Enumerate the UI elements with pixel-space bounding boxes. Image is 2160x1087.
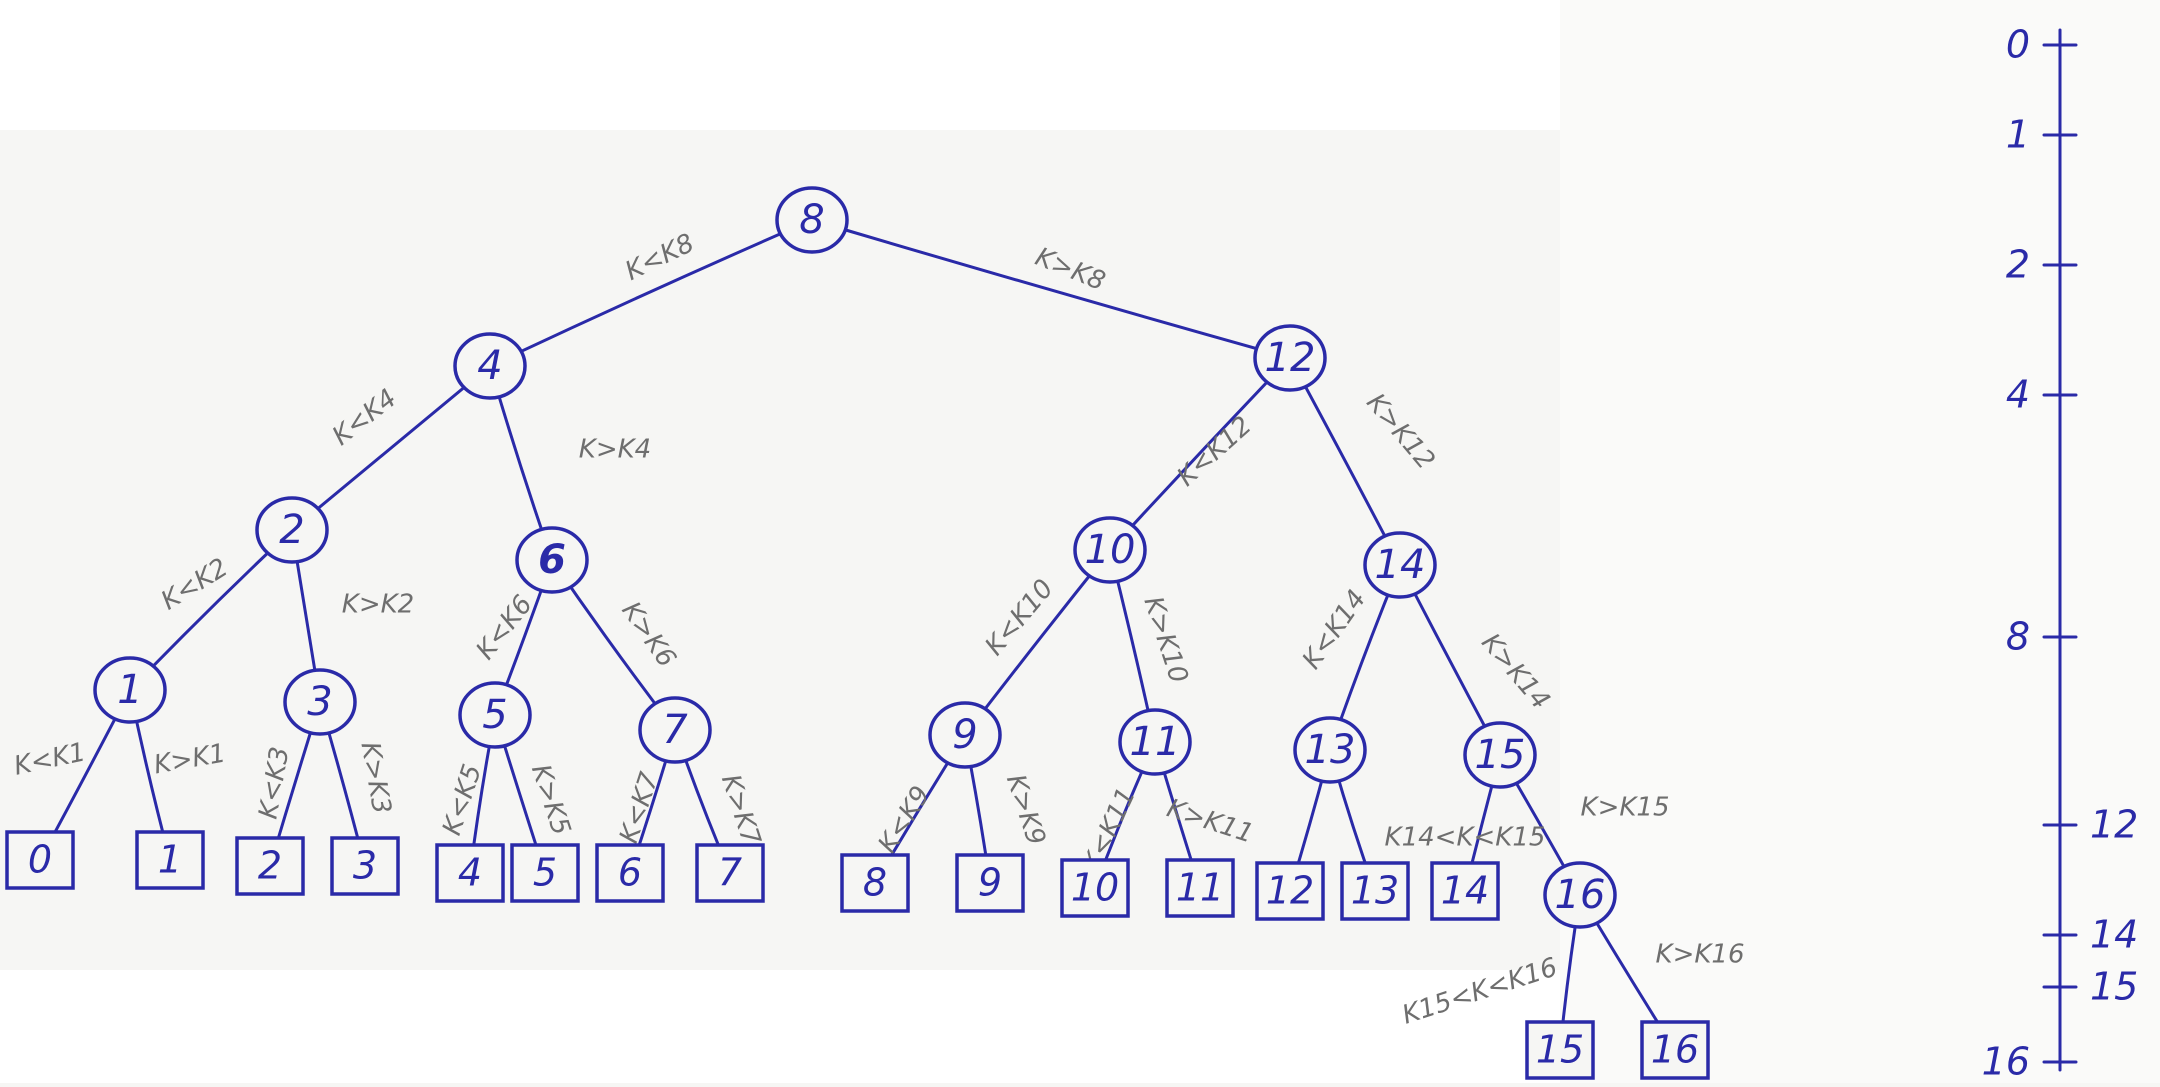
leaf-label: 9 — [978, 861, 1002, 905]
tree-node-label: 14 — [1375, 542, 1426, 588]
leaf-label: 10 — [1071, 866, 1119, 910]
tree-node-label: 10 — [1085, 527, 1136, 573]
tree-node-label: 8 — [799, 197, 824, 243]
tree-node-label: 3 — [307, 679, 332, 725]
leaf-box — [1165, 858, 1235, 918]
leaf-label: 13 — [1351, 869, 1399, 913]
tree-node-circle — [928, 701, 1002, 769]
tree-node-circle — [1363, 531, 1437, 599]
tree-node-label: 11 — [1130, 719, 1181, 765]
tree-node-circle — [93, 656, 167, 724]
depth-scale-label: 0 — [2006, 23, 2030, 67]
edge-label: K14<K<K15 — [1385, 823, 1546, 853]
edge-label: K>K4 — [579, 435, 651, 465]
leaf-label: 7 — [718, 851, 742, 895]
leaf-box — [840, 853, 910, 913]
leaf-box — [695, 843, 765, 903]
tree-node-circle — [1293, 716, 1367, 784]
leaf-label: 16 — [1651, 1028, 1699, 1072]
tree-node-circle — [1073, 516, 1147, 584]
tree-node-label: 1 — [117, 667, 142, 713]
leaf-box — [5, 830, 75, 890]
edge-label: K>K16 — [1656, 940, 1745, 970]
leaf-label: 6 — [618, 851, 642, 895]
leaf-box — [510, 843, 580, 903]
tree-node-label: 6 — [538, 537, 566, 583]
tree-node-circle — [255, 496, 329, 564]
depth-scale-label: 12 — [2090, 803, 2138, 847]
leaf-box — [330, 836, 400, 896]
leaf-label: 15 — [1536, 1028, 1584, 1072]
leaf-label: 8 — [863, 861, 887, 905]
tree-node-label: 16 — [1555, 872, 1606, 918]
leaf-label: 5 — [533, 851, 557, 895]
leaf-box — [1430, 861, 1500, 921]
leaf-box — [135, 830, 205, 890]
edge-label: K>K15 — [1581, 793, 1670, 823]
depth-scale-label: 4 — [2006, 373, 2030, 417]
leaf-label: 4 — [458, 851, 482, 895]
tree-node-label: 2 — [279, 507, 304, 553]
leaf-box — [1340, 861, 1410, 921]
tree-node-circle — [775, 186, 849, 254]
tree-edge — [488, 218, 814, 368]
tree-node-label: 9 — [952, 712, 977, 758]
leaf-box — [1060, 858, 1130, 918]
leaf-box — [1525, 1020, 1595, 1080]
leaf-box — [1640, 1020, 1710, 1080]
tree-node-label: 5 — [482, 692, 507, 738]
tree-node-circle — [458, 681, 532, 749]
leaf-label: 3 — [353, 844, 377, 888]
leaf-label: 2 — [258, 844, 282, 888]
tree-node-label: 15 — [1475, 732, 1526, 778]
depth-scale-label: 8 — [2006, 615, 2030, 659]
leaf-label: 0 — [28, 838, 52, 882]
tree-edge — [810, 218, 1292, 360]
tree-node-circle — [1463, 721, 1537, 789]
leaf-label: 1 — [158, 838, 182, 882]
leaf-box — [595, 843, 665, 903]
depth-scale-label: 14 — [2090, 913, 2138, 957]
leaf-box — [235, 836, 305, 896]
depth-scale-label: 2 — [2006, 243, 2030, 287]
leaf-label: 12 — [1266, 869, 1314, 913]
tree-node-circle — [1253, 324, 1327, 392]
leaf-box — [435, 843, 505, 903]
tree-node-circle — [515, 526, 589, 594]
tree-node-circle — [1543, 861, 1617, 929]
tree-node-label: 13 — [1305, 727, 1356, 773]
tree-node-label: 12 — [1265, 335, 1316, 381]
tree-node-label: 4 — [477, 343, 502, 389]
tree-node-circle — [1118, 708, 1192, 776]
depth-scale-label: 16 — [1982, 1040, 2030, 1084]
leaf-label: 11 — [1176, 866, 1224, 910]
tree-node-circle — [283, 668, 357, 736]
tree-node-circle — [638, 696, 712, 764]
edge-label: K>K2 — [342, 590, 414, 620]
depth-scale-label: 1 — [2006, 113, 2030, 157]
tree-node-label: 7 — [662, 707, 688, 753]
leaf-label: 14 — [1441, 869, 1489, 913]
leaf-box — [1255, 861, 1325, 921]
tree-node-circle — [453, 332, 527, 400]
depth-scale-label: 15 — [2090, 965, 2138, 1009]
leaf-box — [955, 853, 1025, 913]
